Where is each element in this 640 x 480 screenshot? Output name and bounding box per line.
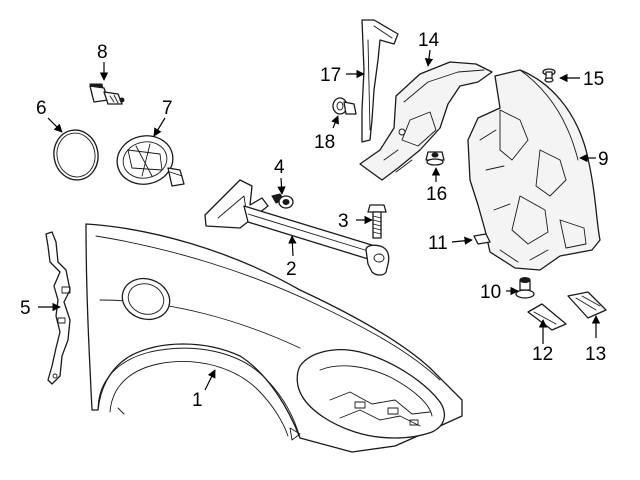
part-seal[interactable] xyxy=(45,231,71,385)
callout-5: 5 xyxy=(20,298,31,319)
callout-8: 8 xyxy=(97,42,108,63)
part-nut-16[interactable] xyxy=(425,151,445,166)
leader-11 xyxy=(451,236,473,245)
callout-9: 9 xyxy=(598,149,609,170)
leader-7 xyxy=(153,117,166,137)
leader-14 xyxy=(424,49,434,67)
callout-13: 13 xyxy=(585,344,606,365)
part-bracket-12[interactable] xyxy=(527,303,567,331)
part-bracket-13[interactable] xyxy=(567,291,607,319)
callout-7: 7 xyxy=(162,98,173,119)
part-fender[interactable] xyxy=(85,223,463,453)
part-fuel-housing[interactable] xyxy=(113,131,185,190)
leader-4 xyxy=(277,177,286,195)
callout-15: 15 xyxy=(583,69,604,90)
callout-4: 4 xyxy=(274,157,285,178)
callout-17: 17 xyxy=(320,65,341,86)
callout-3: 3 xyxy=(338,211,349,232)
part-strip[interactable] xyxy=(361,19,399,143)
callout-2: 2 xyxy=(286,259,297,280)
callout-11: 11 xyxy=(428,233,448,254)
leader-18 xyxy=(331,115,339,129)
part-actuator[interactable] xyxy=(89,83,125,105)
leader-1 xyxy=(204,369,216,391)
callout-14: 14 xyxy=(418,30,440,51)
part-fuel-door[interactable] xyxy=(50,127,102,184)
leader-lines xyxy=(38,49,601,391)
callout-18: 18 xyxy=(314,132,335,153)
part-clip-10[interactable] xyxy=(515,277,535,299)
callout-12: 12 xyxy=(532,344,553,365)
part-front-liner[interactable] xyxy=(359,61,493,181)
callout-10: 10 xyxy=(480,282,501,303)
callout-16: 16 xyxy=(426,184,447,205)
callout-1: 1 xyxy=(192,390,203,411)
part-bolt[interactable] xyxy=(367,204,387,239)
callout-6: 6 xyxy=(36,98,47,119)
part-clip-15[interactable] xyxy=(542,68,556,83)
part-retainer[interactable] xyxy=(473,233,491,245)
leader-6 xyxy=(47,117,63,133)
callout-labels: 1 2 3 4 5 6 7 8 9 10 11 12 13 14 15 16 1… xyxy=(20,30,609,411)
part-fender-brace[interactable] xyxy=(204,179,390,276)
part-screw[interactable] xyxy=(271,193,294,209)
leader-2 xyxy=(288,235,297,257)
part-push-pin[interactable] xyxy=(332,97,357,115)
